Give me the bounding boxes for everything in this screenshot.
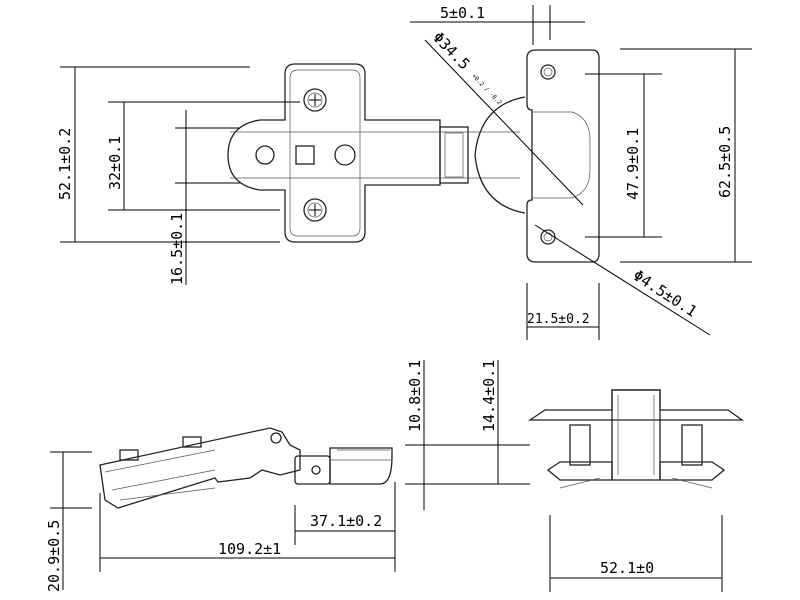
dim-label: 47.9±0.1: [624, 128, 642, 200]
dim-cup-depth: 10.8±0.1: [405, 360, 530, 510]
dim-plate-hole-spacing: 47.9±0.1: [585, 73, 662, 238]
top-view-cup-plate: [474, 49, 600, 263]
dim-label: 52.1±0.2: [56, 128, 74, 200]
dim-overall-length: 109.2±1: [99, 493, 395, 572]
dim-label: 62.5±0.5: [716, 126, 734, 198]
dim-arm-height: 52.1±0.2: [56, 66, 280, 243]
front-view-hinge: [527, 389, 745, 489]
dim-cup-length: 37.1±0.2: [294, 482, 396, 572]
arm-hole: [255, 145, 275, 165]
dim-cup-diameter: Φ34.5 +0.2 / -0.2: [424, 28, 584, 206]
dim-label: 10.8±0.1: [406, 360, 424, 432]
dim-tolerance-label: +0.2 / -0.2: [470, 73, 503, 107]
dim-screw-spacing: 32±0.1: [106, 101, 300, 211]
dim-label: 21.5±0.2: [527, 312, 590, 327]
dim-label: 5±0.1: [440, 4, 485, 22]
dim-arm-thickness: 20.9±0.5: [45, 451, 92, 592]
dim-arm-width: 16.5±0.1: [168, 110, 240, 285]
arm-hole: [334, 144, 356, 166]
dim-plate-width: 21.5±0.2: [526, 283, 600, 340]
dim-label: 16.5±0.1: [168, 213, 186, 285]
dim-cup-total-depth: 14.4±0.1: [480, 360, 499, 484]
side-view-hinge: [99, 427, 393, 509]
dim-overlay-gap: 5±0.1: [410, 4, 585, 45]
dim-label: 109.2±1: [218, 540, 281, 558]
dim-label: 14.4±0.1: [480, 360, 498, 432]
screw-icon: [303, 198, 327, 222]
dim-label: 20.9±0.5: [45, 520, 63, 592]
dim-base-width: 52.1±0: [549, 515, 723, 592]
screw-icon: [303, 88, 327, 112]
dim-label: 52.1±0: [600, 559, 654, 577]
dim-label: 37.1±0.2: [310, 512, 382, 530]
dim-label: Φ4.5±0.1: [630, 266, 700, 320]
top-view-mounting-plate: [227, 63, 520, 243]
dim-label: 32±0.1: [106, 136, 124, 190]
dim-plate-height: 62.5±0.5: [620, 48, 752, 263]
